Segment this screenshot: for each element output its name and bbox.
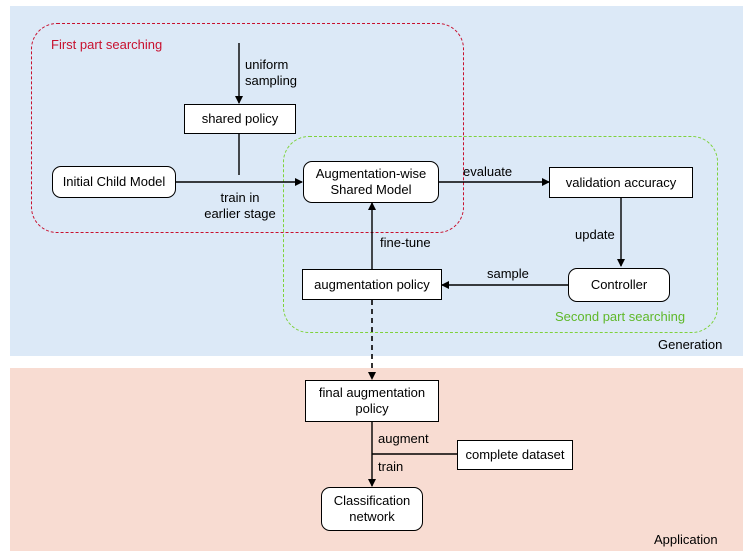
evaluate-label: evaluate bbox=[463, 164, 513, 179]
augmentation-wise-shared-model-node: Augmentation-wise Shared Model bbox=[303, 161, 439, 203]
final-augmentation-policy-node: final augmentation policy bbox=[305, 380, 439, 422]
classification-network-node: Classification network bbox=[321, 487, 423, 531]
uniform-sampling-label: uniform sampling bbox=[245, 57, 298, 88]
complete-dataset-node: complete dataset bbox=[457, 440, 573, 470]
first-part-label: First part searching bbox=[51, 37, 163, 52]
augment-label: augment bbox=[378, 431, 429, 446]
augmentation-policy-node: augmentation policy bbox=[302, 269, 442, 300]
initial-child-model-node: Initial Child Model bbox=[52, 166, 176, 198]
update-label: update bbox=[575, 227, 615, 242]
sample-label: sample bbox=[487, 266, 529, 281]
controller-node: Controller bbox=[568, 268, 670, 302]
train-earlier-label: train in earlier stage bbox=[204, 190, 276, 221]
generation-label: Generation bbox=[658, 337, 723, 352]
application-label: Application bbox=[654, 532, 718, 547]
validation-accuracy-node: validation accuracy bbox=[549, 167, 693, 198]
shared-policy-node: shared policy bbox=[184, 104, 296, 134]
train-label: train bbox=[378, 459, 404, 474]
fine-tune-label: fine-tune bbox=[380, 235, 431, 250]
second-part-region bbox=[283, 136, 718, 333]
second-part-label: Second part searching bbox=[555, 309, 686, 324]
first-part-region bbox=[31, 23, 464, 233]
